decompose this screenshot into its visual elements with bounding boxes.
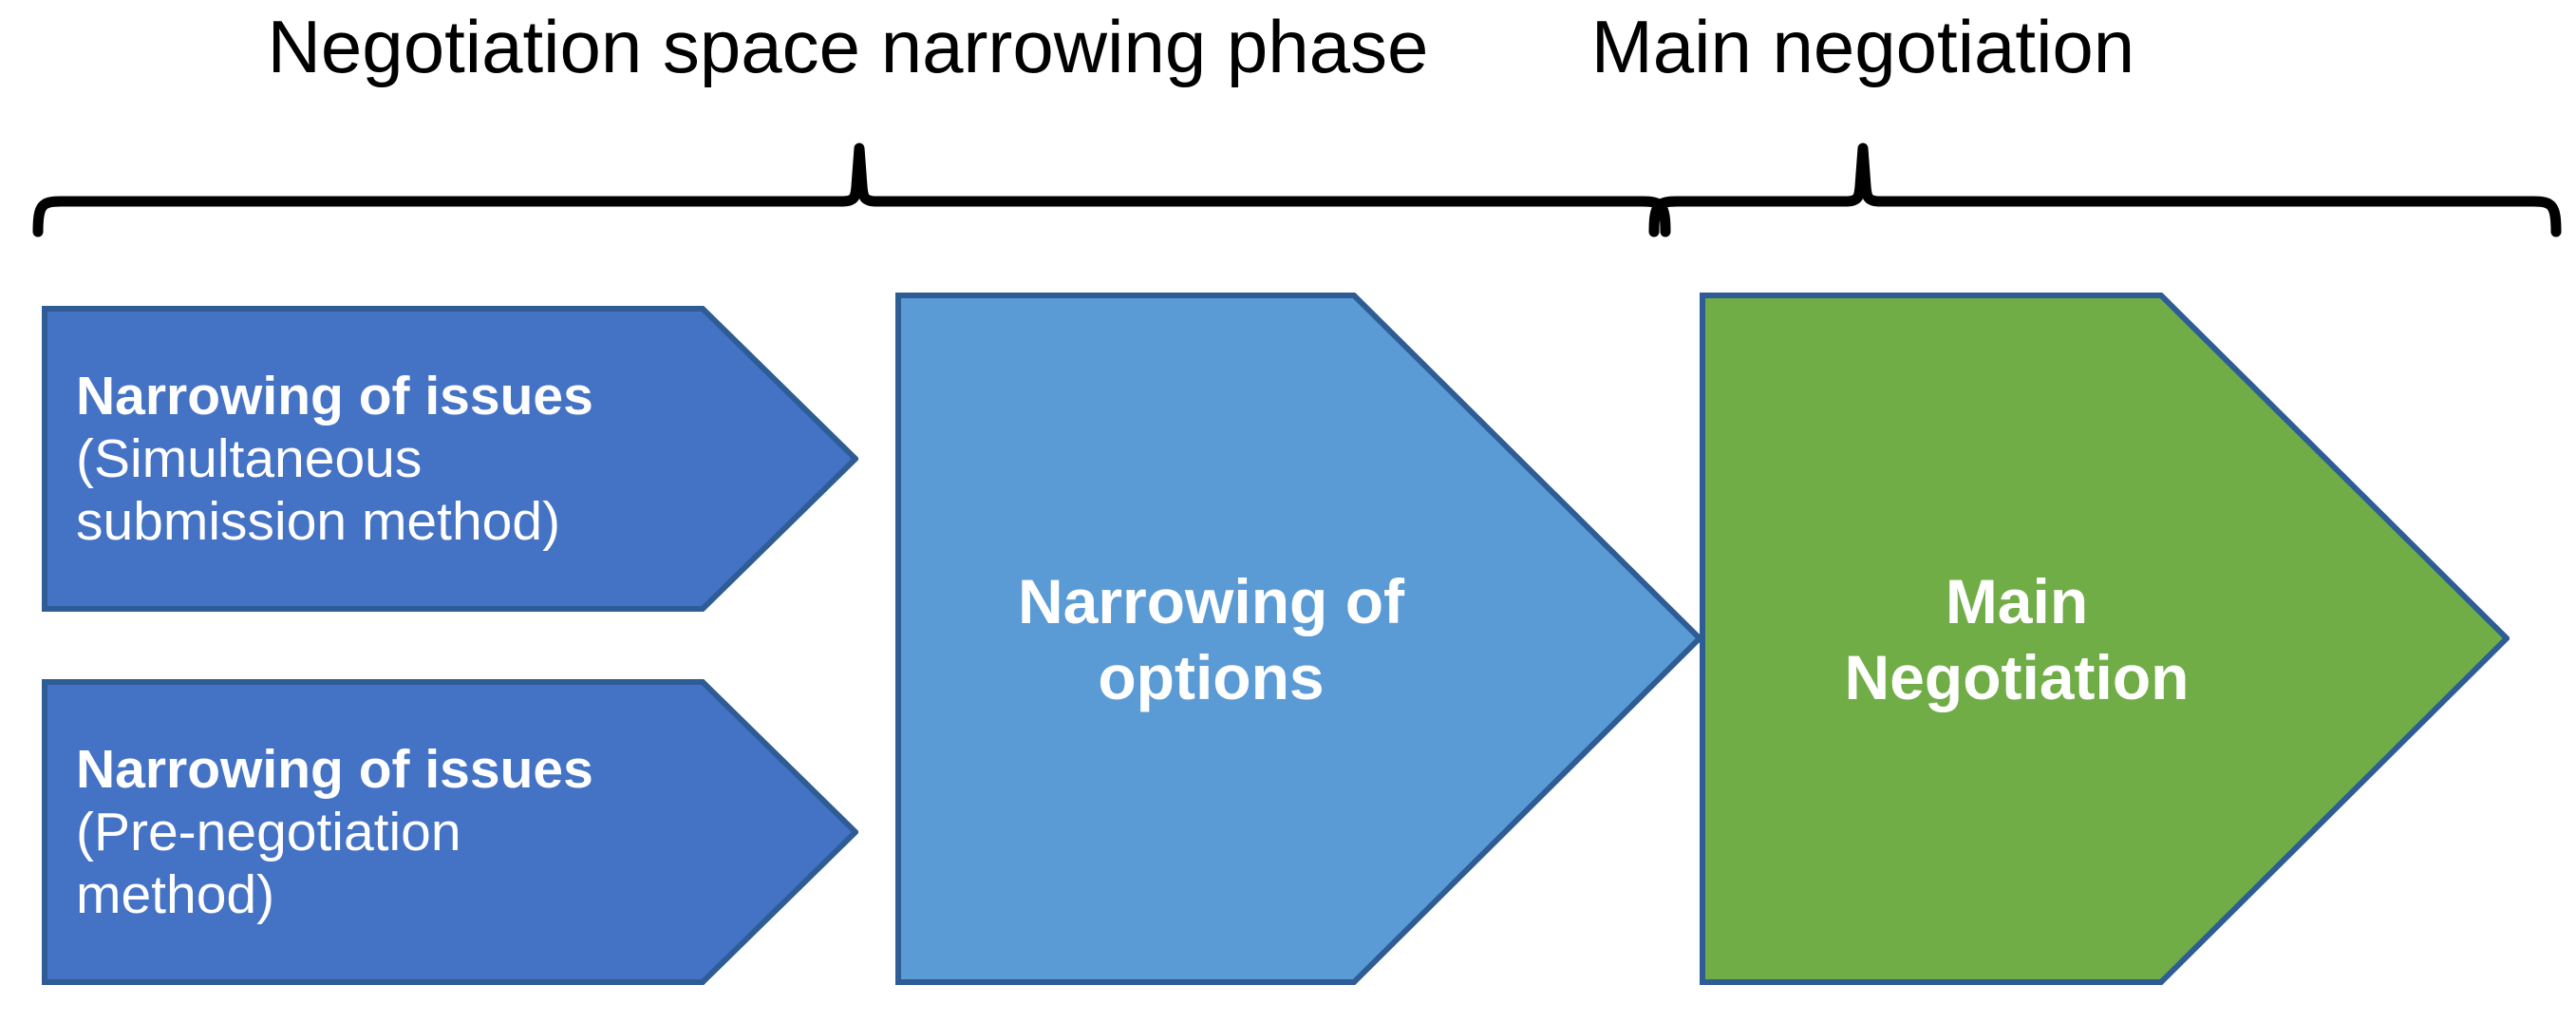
chevron-arrow-shape [42,679,858,985]
stage-arrow-text: Narrowing of options [895,563,1702,715]
chevron-arrow-shape [895,293,1702,985]
stage-arrow-narrowing-options[interactable]: Narrowing of options [895,293,1702,985]
stage-arrow-text: Main Negotiation [1700,563,2510,715]
chevron-arrow-shape [1700,293,2510,985]
stage-detail-line-2: method) [76,864,275,925]
stage-detail-line-1: (Simultaneous [76,428,423,489]
stage-heading-line-2: Negotiation [1844,641,2190,712]
stage-heading-line-1: Main [1945,565,2089,636]
phase-label-narrowing: Negotiation space narrowing phase [267,5,1429,88]
phase-label-main-negotiation: Main negotiation [1590,5,2135,88]
brace-main-negotiation [1648,142,2562,237]
stage-arrow-text: Narrowing of issues (Simultaneous submis… [42,365,858,553]
stage-arrow-main-negotiation[interactable]: Main Negotiation [1700,293,2510,985]
brace-narrowing-phase [32,142,1671,237]
stage-arrow-narrowing-issues-simultaneous[interactable]: Narrowing of issues (Simultaneous submis… [42,306,858,612]
stage-heading-line-2: options [1098,641,1325,712]
stage-arrow-text: Narrowing of issues (Pre-negotiation met… [42,738,858,926]
stage-heading-line-1: Narrowing of [1018,565,1404,636]
stage-detail-line-1: (Pre-negotiation [76,802,461,862]
stage-heading: Narrowing of issues [76,366,593,426]
stage-heading: Narrowing of issues [76,739,593,800]
stage-detail-line-2: submission method) [76,491,561,552]
chevron-arrow-shape [42,306,858,612]
stage-arrow-narrowing-issues-prenegotiation[interactable]: Narrowing of issues (Pre-negotiation met… [42,679,858,985]
